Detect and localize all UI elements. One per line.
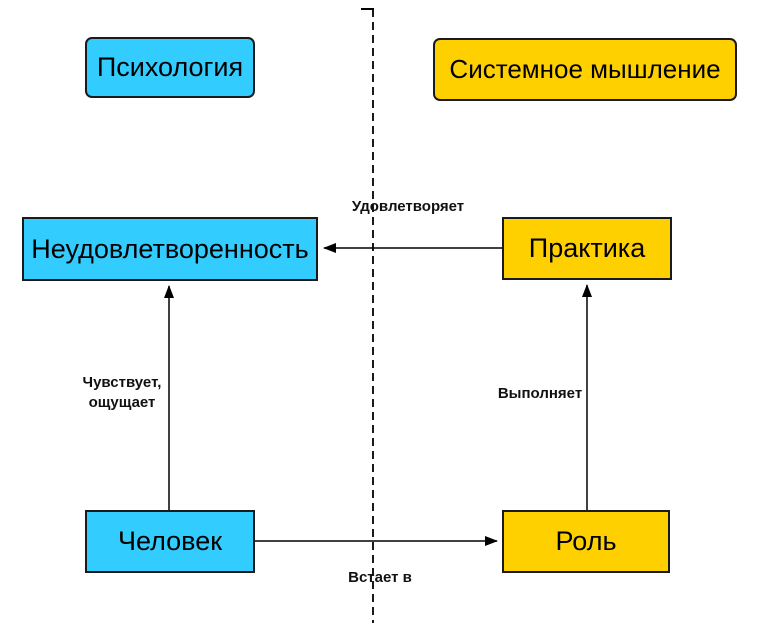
legend-psychology: Психология [85, 37, 255, 98]
edge-label-feels: Чувствует, ощущает [82, 374, 162, 411]
node-role: Роль [502, 510, 670, 573]
edge-label-satisfies: Удовлетворяет [351, 198, 465, 215]
edge-label-performs: Выполняет [497, 385, 583, 402]
node-dissatisfaction: Неудовлетворенность [22, 217, 318, 281]
node-person: Человек [85, 510, 255, 573]
legend-systems-thinking: Системное мышление [433, 38, 737, 101]
edge-label-steps-into: Встает в [348, 569, 412, 586]
node-practice: Практика [502, 217, 672, 280]
